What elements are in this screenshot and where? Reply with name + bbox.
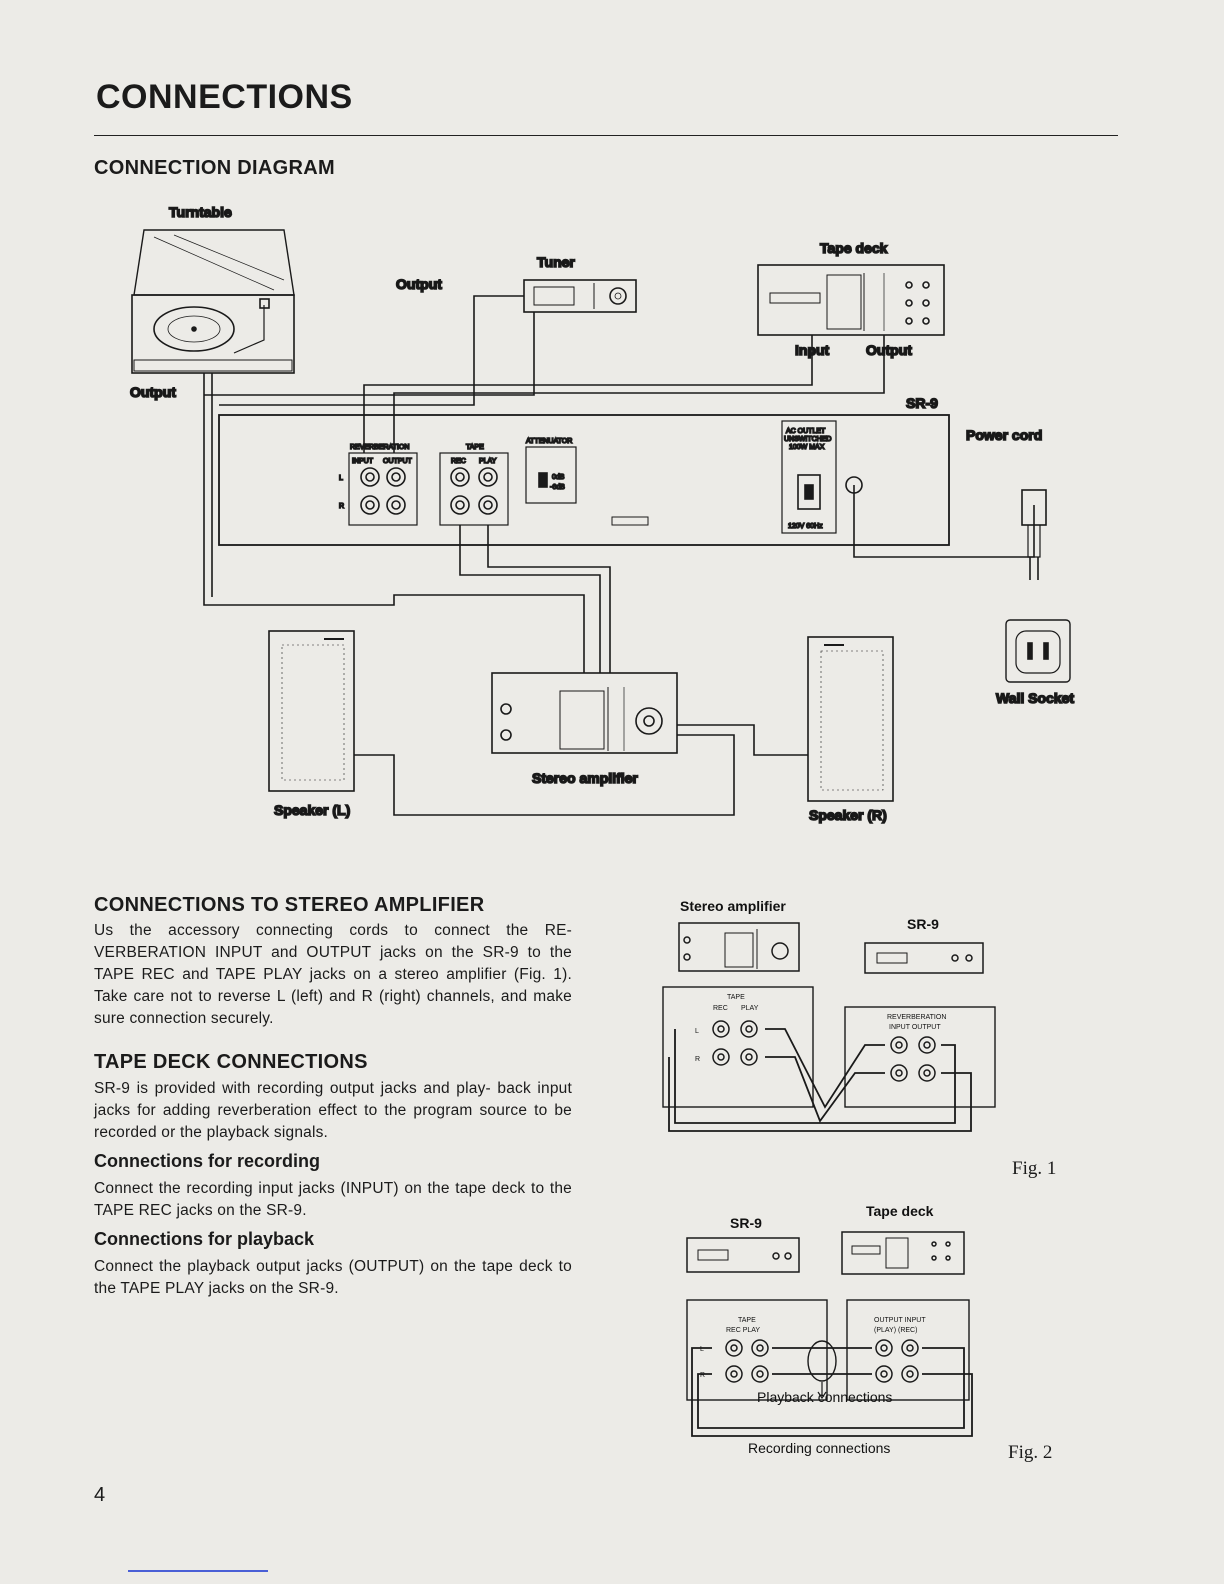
fig2-tape-deck <box>841 1231 965 1275</box>
footer-link[interactable] <box>128 1570 268 1572</box>
fig1-stereo-amplifier-label: Stereo amplifier <box>680 898 786 914</box>
speaker-right <box>807 636 894 802</box>
panel-output-label: OUTPUT <box>383 458 413 465</box>
fig2-sr9-r: R <box>700 1372 705 1379</box>
panel-100w-label: 100W MAX <box>789 444 825 451</box>
fig2-output-input-label: OUTPUT INPUT <box>874 1317 926 1324</box>
fig1-diagram: Stereo amplifier SR-9 TAPE REC PLAY L R … <box>662 898 996 1132</box>
tape-deck-text: SR-9 is provided with recording output j… <box>94 1080 572 1141</box>
tuner-label: Tuner <box>537 254 575 270</box>
fig1-play-label: PLAY <box>741 1005 759 1012</box>
stereo-amp-text: Us the accessory connecting cords to con… <box>94 922 572 1027</box>
connection-diagram: Turntable Output Tuner Output Tape deck … <box>129 203 1075 824</box>
fig1-reverberation-label: REVERBERATION <box>887 1014 946 1021</box>
panel-voltage-label: 120V 60Hz <box>788 523 823 530</box>
panel-0db-label: 0dB <box>552 474 565 481</box>
turntable-label: Turntable <box>169 204 232 220</box>
fig2-recording-label: Recording connections <box>748 1440 890 1456</box>
turntable-output-label: Output <box>130 384 176 400</box>
panel-input-label: INPUT <box>352 458 374 465</box>
recording-text: Connect the recording input jacks (INPUT… <box>94 1180 573 1219</box>
playback-heading: Connections for playback <box>94 1229 315 1249</box>
turntable <box>131 229 295 374</box>
fig1-tape-label: TAPE <box>727 994 745 1001</box>
fig1-stereo-amplifier <box>678 922 800 972</box>
tape-output-label: Output <box>866 342 912 358</box>
fig2-tape-label: TAPE <box>738 1317 756 1324</box>
connection-diagram-heading: CONNECTION DIAGRAM <box>94 157 335 179</box>
title-rule <box>94 135 1118 136</box>
panel-play-label: PLAY <box>479 458 497 465</box>
fig2-sr9-label: SR-9 <box>730 1215 762 1231</box>
panel-reverberation-label: REVERBERATION <box>350 444 409 451</box>
power-cord-label: Power cord <box>966 427 1042 443</box>
tape-deck <box>757 264 945 336</box>
fig2-sr9-l: L <box>700 1346 704 1353</box>
speaker-right-label: Speaker (R) <box>809 807 887 823</box>
fig2-tape-deck-label: Tape deck <box>866 1203 934 1219</box>
page-number: 4 <box>94 1484 106 1506</box>
fig2-sr9 <box>686 1237 800 1273</box>
wall-socket-label: Wall Socket <box>996 690 1074 706</box>
fig2-label: Fig. 2 <box>1008 1442 1053 1463</box>
stereo-amp-heading: CONNECTIONS TO STEREO AMPLIFIER <box>94 894 485 916</box>
power-cord <box>845 476 1047 580</box>
fig1-sr9-label: SR-9 <box>907 916 939 932</box>
fig2-play-rec-label: (PLAY) (REC) <box>874 1327 917 1334</box>
panel-unswitched-label: UNSWITCHED <box>784 436 831 443</box>
fig2-deck-rear <box>846 1299 970 1401</box>
panel-attenuator-label: ATTENUATOR <box>526 438 572 445</box>
panel-l-label: L <box>339 475 343 482</box>
panel-r-label: R <box>339 503 344 510</box>
sr9-rear-panel <box>218 414 950 546</box>
fig1-amp-rear <box>662 986 814 1108</box>
connecting-cables <box>203 295 885 816</box>
fig1-sr9-rear <box>844 1006 996 1108</box>
tape-deck-label: Tape deck <box>820 240 888 256</box>
tuner <box>523 279 637 313</box>
tuner-output-label: Output <box>396 276 442 292</box>
fig2-sr9-rear <box>686 1299 828 1401</box>
fig1-rec-label: REC <box>713 1005 728 1012</box>
fig1-sr9 <box>864 942 984 974</box>
tape-deck-heading: TAPE DECK CONNECTIONS <box>94 1051 368 1073</box>
playback-text: Connect the playback output jacks (OUTPU… <box>94 1258 572 1297</box>
fig1-input-output-label: INPUT OUTPUT <box>889 1024 941 1031</box>
stereo-amplifier <box>491 672 678 754</box>
fig1-label: Fig. 1 <box>1012 1158 1057 1179</box>
sr9-label: SR-9 <box>906 395 938 411</box>
panel-6db-label: -6dB <box>550 484 565 491</box>
fig2-playback-label: Playback connections <box>757 1389 892 1405</box>
wall-socket <box>1005 619 1071 683</box>
recording-heading: Connections for recording <box>94 1151 321 1171</box>
page-title: CONNECTIONS <box>96 78 353 116</box>
panel-rec-label: REC <box>451 458 466 465</box>
fig1-amp-r: R <box>695 1056 700 1063</box>
speaker-left <box>268 630 355 792</box>
panel-tape-label: TAPE <box>466 444 484 451</box>
panel-ac-outlet-label: AC OUTLET <box>786 428 826 435</box>
fig1-amp-l: L <box>695 1028 699 1035</box>
speaker-left-label: Speaker (L) <box>274 802 350 818</box>
fig2-rec-play-label: REC PLAY <box>726 1327 760 1334</box>
stereo-amplifier-label: Stereo amplifier <box>532 770 638 786</box>
fig2-diagram: SR-9 Tape deck TAPE REC PLAY L R OUTPUT … <box>686 1203 973 1456</box>
